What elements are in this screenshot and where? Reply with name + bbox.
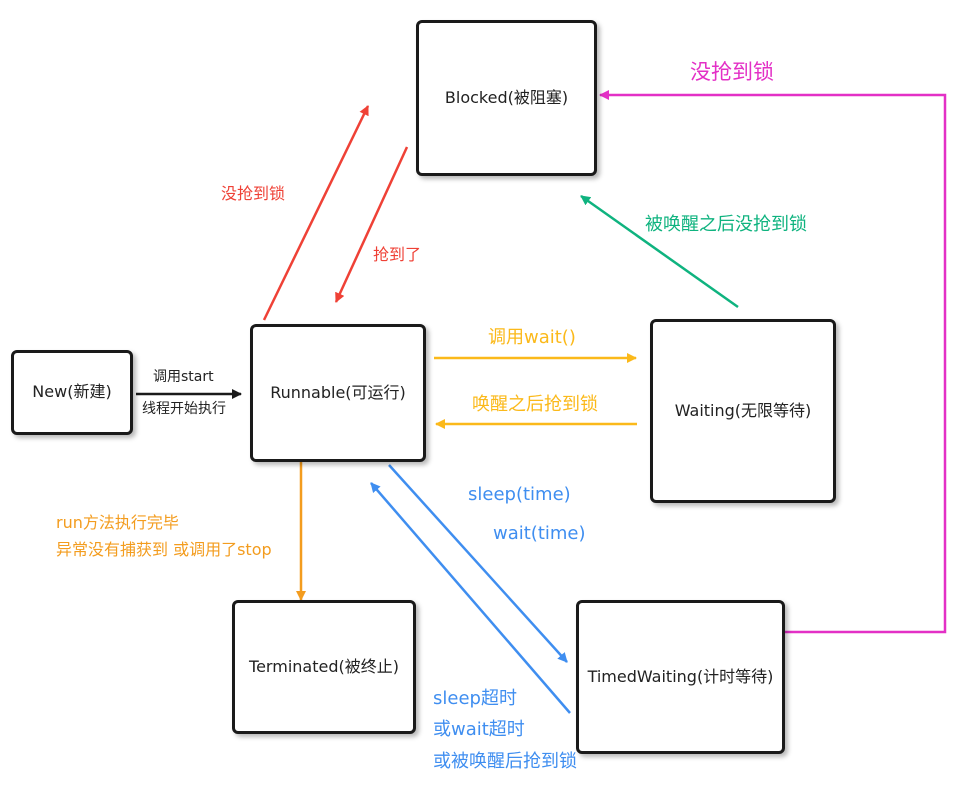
state-timed-waiting: TimedWaiting(计时等待) bbox=[576, 600, 785, 754]
state-terminated: Terminated(被终止) bbox=[232, 600, 416, 734]
arrow-timed-waiting-to-blocked bbox=[599, 90, 947, 634]
label-woken-then-lock: 或被唤醒后抢到锁 bbox=[433, 751, 577, 772]
state-runnable: Runnable(可运行) bbox=[250, 324, 426, 462]
arrow-timed-waiting-to-runnable bbox=[370, 482, 571, 714]
state-new: New(新建) bbox=[11, 350, 133, 435]
label-thread-start: 线程开始执行 bbox=[142, 401, 226, 417]
label-call-start: 调用start bbox=[153, 369, 214, 385]
label-blocked-to-runnable: 抢到了 bbox=[373, 245, 422, 264]
arrow-runnable-to-timed-waiting bbox=[388, 464, 568, 663]
label-runnable-to-blocked: 没抢到锁 bbox=[221, 184, 286, 203]
label-wait-timeout: 或wait超时 bbox=[433, 719, 525, 740]
state-waiting: Waiting(无限等待) bbox=[650, 319, 836, 503]
label-exception-or-stop: 异常没有捕获到 或调用了stop bbox=[56, 540, 272, 559]
label-wait-time: wait(time) bbox=[493, 523, 586, 544]
label-timed-waiting-to-blocked: 没抢到锁 bbox=[690, 60, 774, 84]
state-blocked: Blocked(被阻塞) bbox=[416, 20, 597, 176]
label-call-wait: 调用wait() bbox=[488, 327, 576, 348]
arrow-runnable-to-blocked bbox=[262, 105, 370, 321]
label-sleep-timeout: sleep超时 bbox=[433, 688, 517, 709]
label-run-done: run方法执行完毕 bbox=[56, 513, 179, 532]
arrow-waiting-to-blocked bbox=[580, 194, 739, 309]
label-woken-got-lock: 唤醒之后抢到锁 bbox=[472, 394, 598, 415]
arrow-blocked-to-runnable bbox=[334, 146, 409, 303]
label-sleep-time: sleep(time) bbox=[468, 484, 571, 505]
label-woken-not-got-lock: 被唤醒之后没抢到锁 bbox=[645, 214, 807, 235]
